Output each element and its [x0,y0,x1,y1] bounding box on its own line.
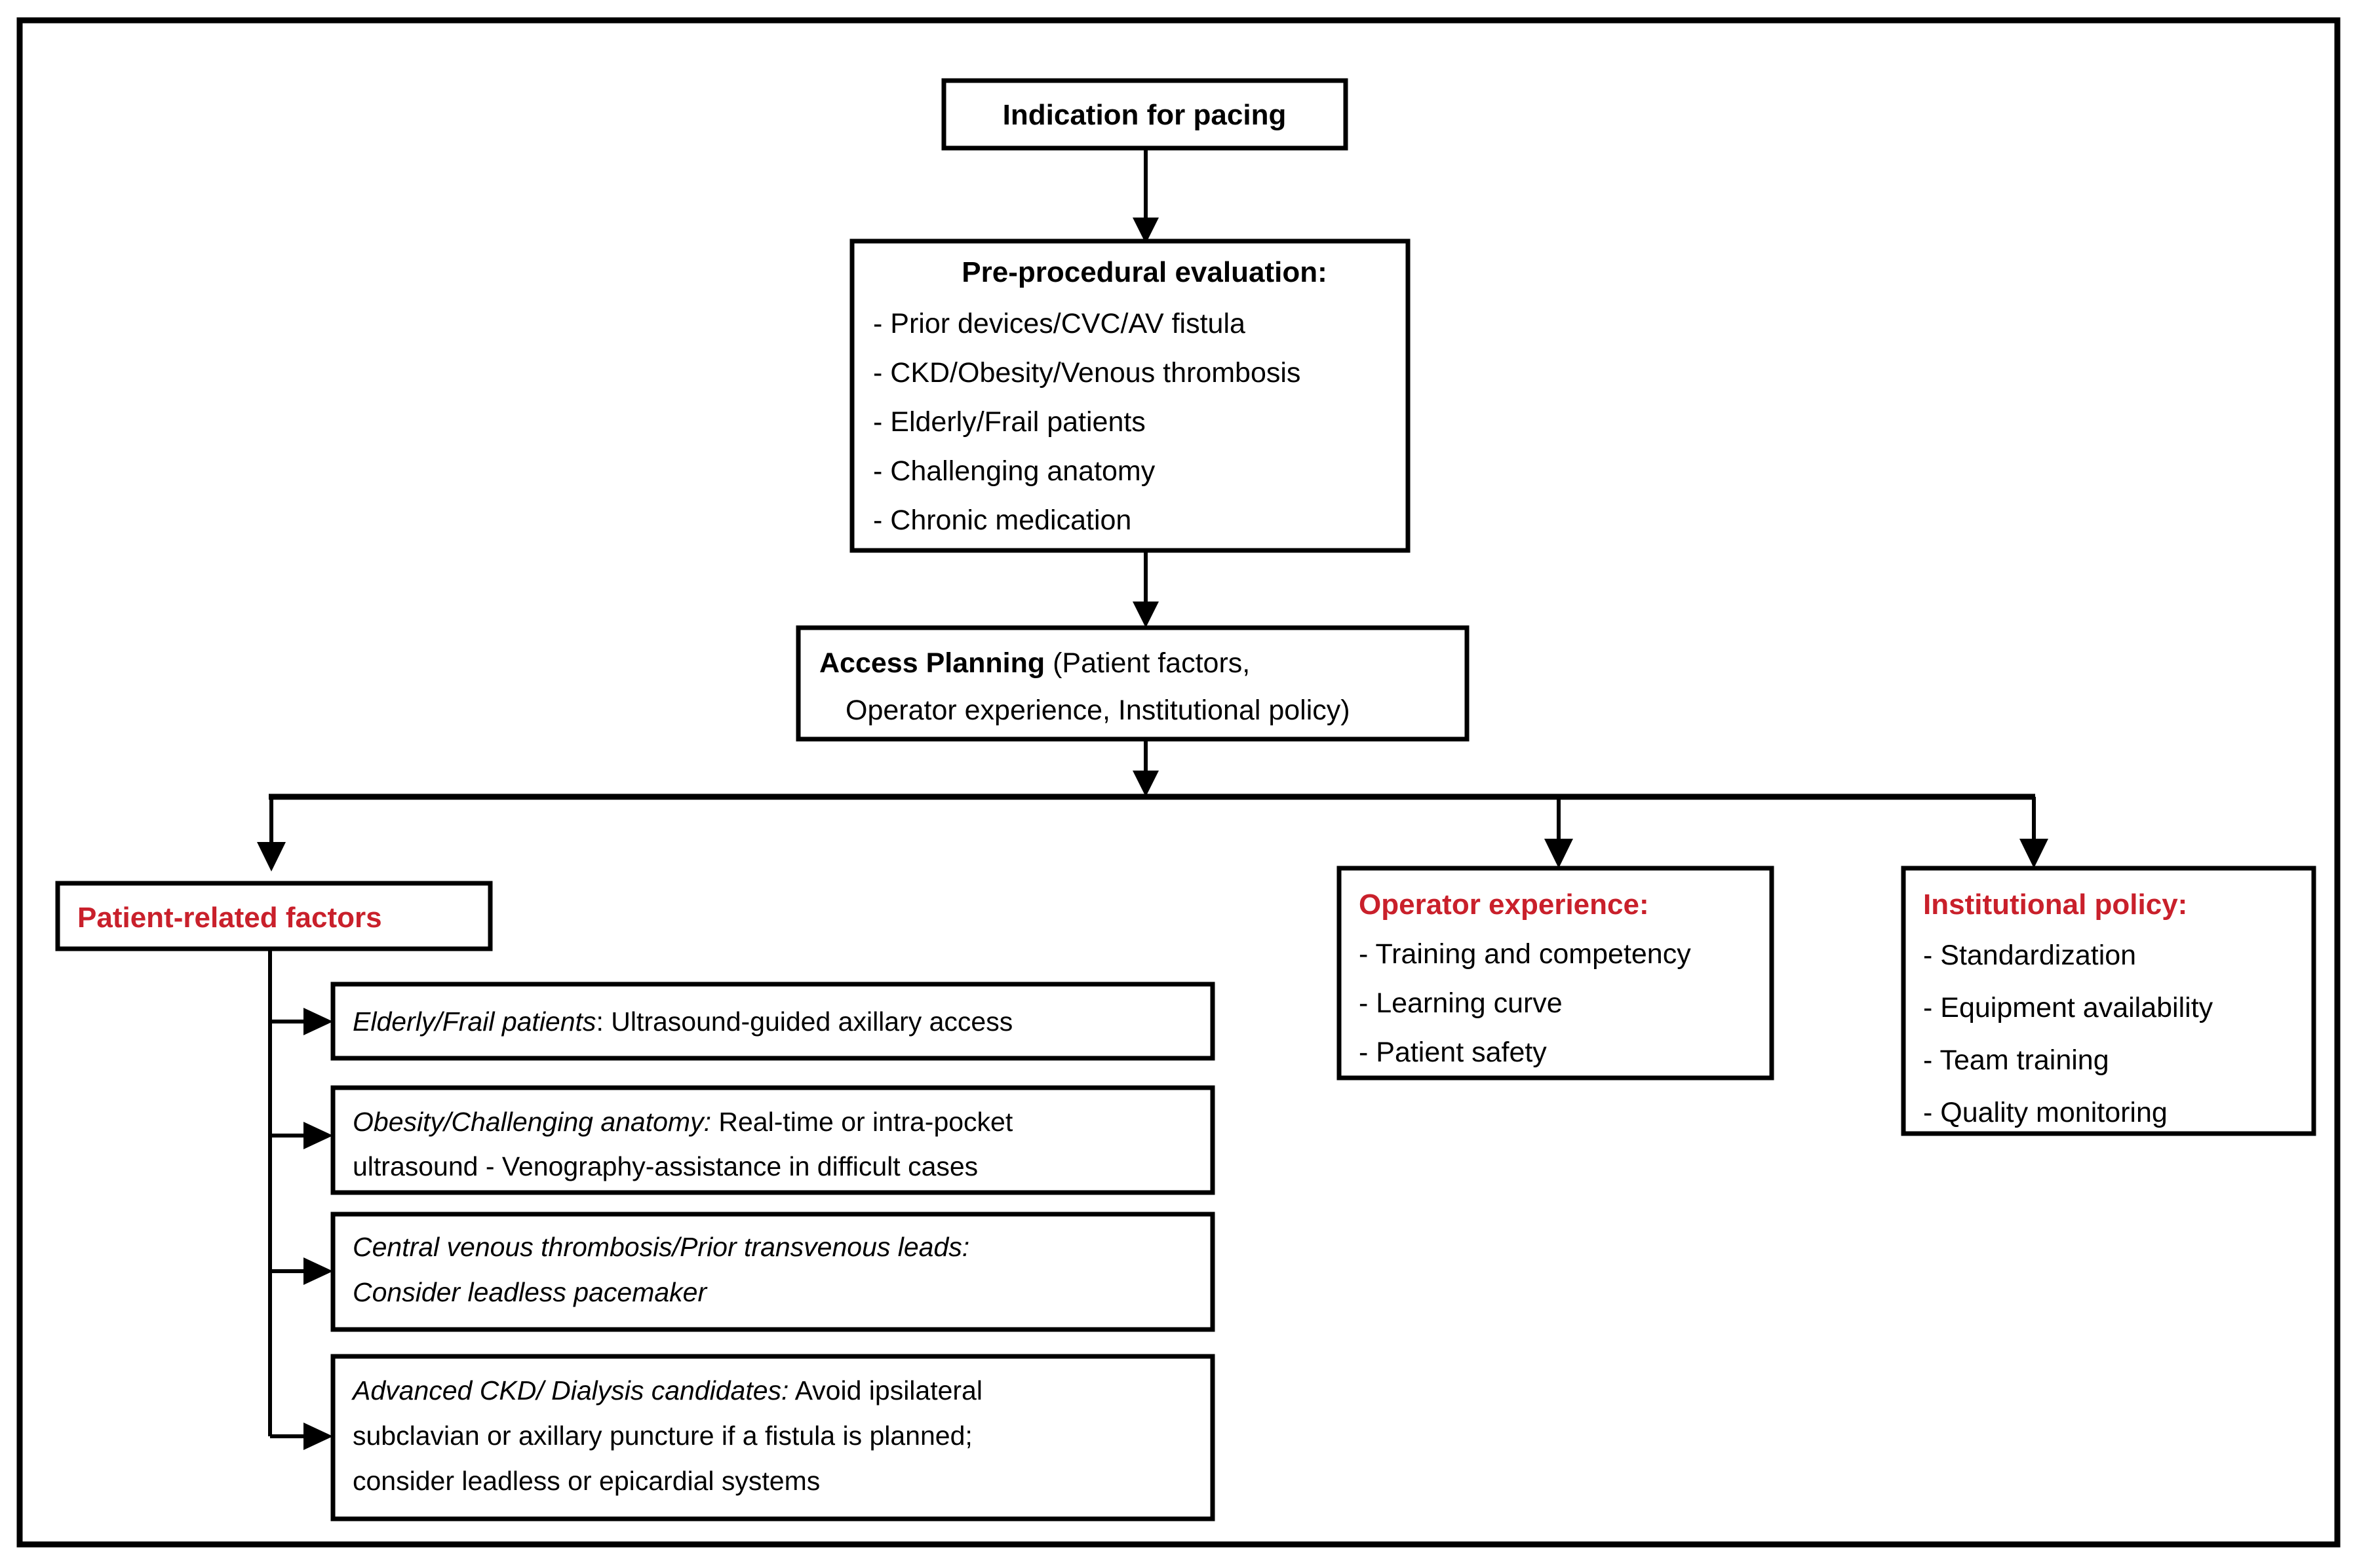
label-subbox-1-rest: : Ultrasound-guided axillary access [596,1006,1013,1037]
label-institutional-item-1: - Equipment availability [1923,992,2213,1023]
node-preprocedural-evaluation[interactable] [849,239,1411,553]
label-institutional-item-2: - Team training [1923,1044,2109,1076]
label-subbox-3-line1: Central venous thrombosis/Prior transven… [353,1232,969,1262]
label-access-planning-rest: (Patient factors, [1045,647,1250,679]
label-access-planning-bold: Access Planning [819,647,1045,679]
label-subbox-4-lead: Advanced CKD/ Dialysis candidates: [351,1375,789,1405]
label-indication-for-pacing: Indication for pacing [1003,99,1287,131]
diagram-outer-frame [16,17,2341,1548]
label-institutional-item-3: - Quality monitoring [1923,1097,2168,1128]
label-preprocedural-item-0: - Prior devices/CVC/AV fistula [873,308,1245,339]
node-institutional-policy[interactable] [1901,866,2316,1136]
label-preprocedural-item-1: - CKD/Obesity/Venous thrombosis [873,357,1300,389]
node-indication-for-pacing[interactable] [941,78,1348,151]
arrow-head-subbox-3 [303,1257,333,1285]
label-patient-related-factors: Patient-related factors [77,902,382,934]
label-operator-experience-heading: Operator experience: [1359,889,1649,921]
arrow-head-patient-branch [257,842,286,871]
label-access-planning-line1: Access Planning (Patient factors, [819,647,1250,679]
label-institutional-policy-heading: Institutional policy: [1923,889,2187,921]
label-subbox-1-lead: Elderly/Frail patients [353,1006,596,1037]
label-access-planning-line2: Operator experience, Institutional polic… [846,695,1350,726]
label-subbox-4-line3: consider leadless or epicardial systems [353,1466,820,1496]
node-patient-related-factors[interactable] [55,881,493,951]
arrow-head-bus [1133,771,1159,797]
label-operator-item-2: - Patient safety [1359,1037,1547,1068]
label-preprocedural-heading: Pre-procedural evaluation: [962,256,1327,288]
node-access-planning[interactable] [796,625,1470,742]
label-subbox-2-line1: Obesity/Challenging anatomy: Real-time o… [353,1107,1013,1137]
node-operator-experience[interactable] [1336,866,1774,1080]
label-subbox-4-line2: subclavian or axillary puncture if a fis… [353,1421,973,1451]
arrow-head-subbox-1 [303,1008,333,1035]
label-operator-item-0: - Training and competency [1359,938,1691,970]
label-subbox-1-line1: Elderly/Frail patients: Ultrasound-guide… [353,1006,1013,1037]
node-subbox-obesity-anatomy[interactable] [330,1085,1215,1195]
label-preprocedural-item-2: - Elderly/Frail patients [873,406,1146,438]
arrow-head-institutional-branch [2019,839,2048,868]
arrow-head-access-planning [1133,602,1159,628]
node-subbox-elderly-frail[interactable] [330,982,1215,1061]
label-subbox-4-line1: Advanced CKD/ Dialysis candidates: Avoid… [351,1375,983,1405]
arrow-head-preprocedural [1133,218,1159,244]
arrow-head-subbox-2 [303,1122,333,1149]
arrow-head-operator-branch [1544,839,1573,868]
node-subbox-central-venous-thrombosis[interactable] [330,1212,1215,1332]
label-subbox-2-line2: ultrasound - Venography-assistance in di… [353,1151,978,1181]
label-preprocedural-item-4: - Chronic medication [873,505,1131,536]
label-subbox-2-rest: Real-time or intra-pocket [711,1107,1013,1137]
label-institutional-item-0: - Standardization [1923,940,2136,971]
label-operator-item-1: - Learning curve [1359,987,1563,1019]
label-preprocedural-item-3: - Challenging anatomy [873,455,1156,487]
label-subbox-4-rest: Avoid ipsilateral [789,1375,983,1405]
label-subbox-3-line2: Consider leadless pacemaker [353,1277,708,1307]
node-subbox-advanced-ckd[interactable] [330,1354,1215,1521]
arrow-head-subbox-4 [303,1423,333,1450]
label-subbox-2-lead: Obesity/Challenging anatomy: [353,1107,711,1137]
